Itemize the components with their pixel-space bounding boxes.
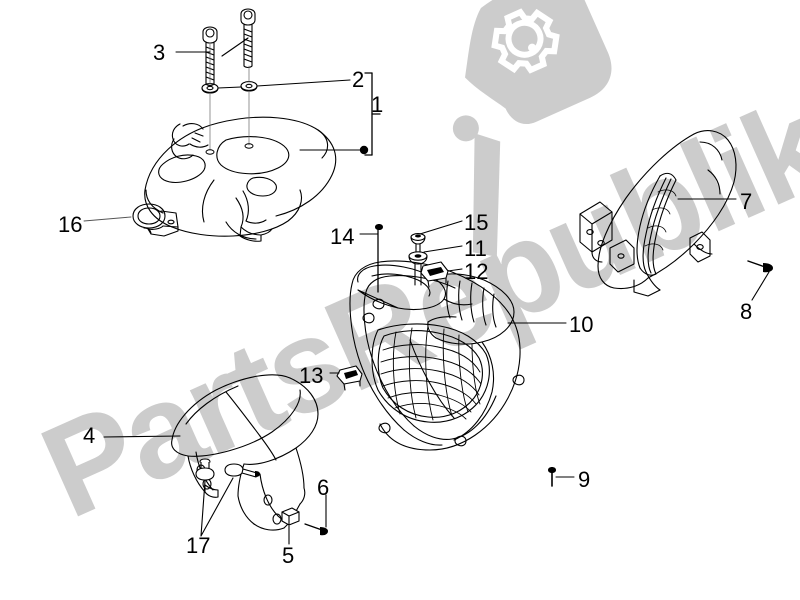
callout-17[interactable]: 17	[186, 533, 211, 558]
part-5-nut	[281, 507, 300, 526]
part-17-rivet-left	[195, 458, 215, 481]
callout-8[interactable]: 8	[740, 299, 753, 324]
part-10-front-wheel-housing	[349, 260, 525, 451]
part-11-grommet	[408, 251, 428, 286]
part-4-front-mudguard	[171, 374, 319, 531]
part-17-rivet-right	[224, 463, 260, 478]
leader-4	[103, 435, 181, 438]
part-15-cap-plug	[410, 233, 426, 255]
callout-15[interactable]: 15	[464, 210, 489, 235]
part-16-cable-clamp	[132, 203, 179, 237]
leader-8	[751, 271, 770, 301]
callout-9[interactable]: 9	[578, 467, 591, 492]
callout-7[interactable]: 7	[740, 189, 753, 214]
leader-11	[423, 245, 463, 253]
callout-6[interactable]: 6	[317, 475, 330, 500]
leader-15	[419, 220, 463, 235]
callout-3[interactable]: 3	[153, 40, 166, 65]
part-3-bolt-upper	[240, 8, 256, 69]
leader-2	[256, 79, 351, 87]
part-2-washer-right	[240, 81, 258, 92]
callout-11[interactable]: 11	[464, 236, 487, 261]
part-1-front-mudguard-assembly	[144, 116, 337, 242]
leader-1-dot	[359, 145, 369, 155]
leader-17	[200, 477, 234, 537]
callout-2[interactable]: 2	[352, 67, 365, 92]
leader-16	[83, 216, 132, 222]
callout-16[interactable]: 16	[58, 212, 83, 237]
leader-3b	[221, 37, 249, 57]
callout-13[interactable]: 13	[299, 363, 324, 388]
part-8-screw	[747, 260, 773, 273]
callout-14[interactable]: 14	[330, 224, 355, 249]
part-6-screw	[304, 523, 328, 536]
callout-1[interactable]: 1	[371, 92, 384, 117]
part-14-screw	[375, 224, 383, 293]
callout-4[interactable]: 4	[83, 423, 96, 448]
callout-5[interactable]: 5	[282, 543, 295, 568]
leader-lines	[83, 37, 770, 545]
part-9-screw	[548, 467, 556, 487]
callout-12[interactable]: 12	[464, 259, 489, 284]
part-13-clip	[336, 365, 363, 391]
callout-10[interactable]: 10	[569, 312, 594, 337]
leader-12	[447, 268, 463, 272]
leader-2b	[217, 86, 242, 89]
part-7-rear-mudguard	[579, 130, 737, 297]
part-12-clip	[420, 261, 449, 288]
